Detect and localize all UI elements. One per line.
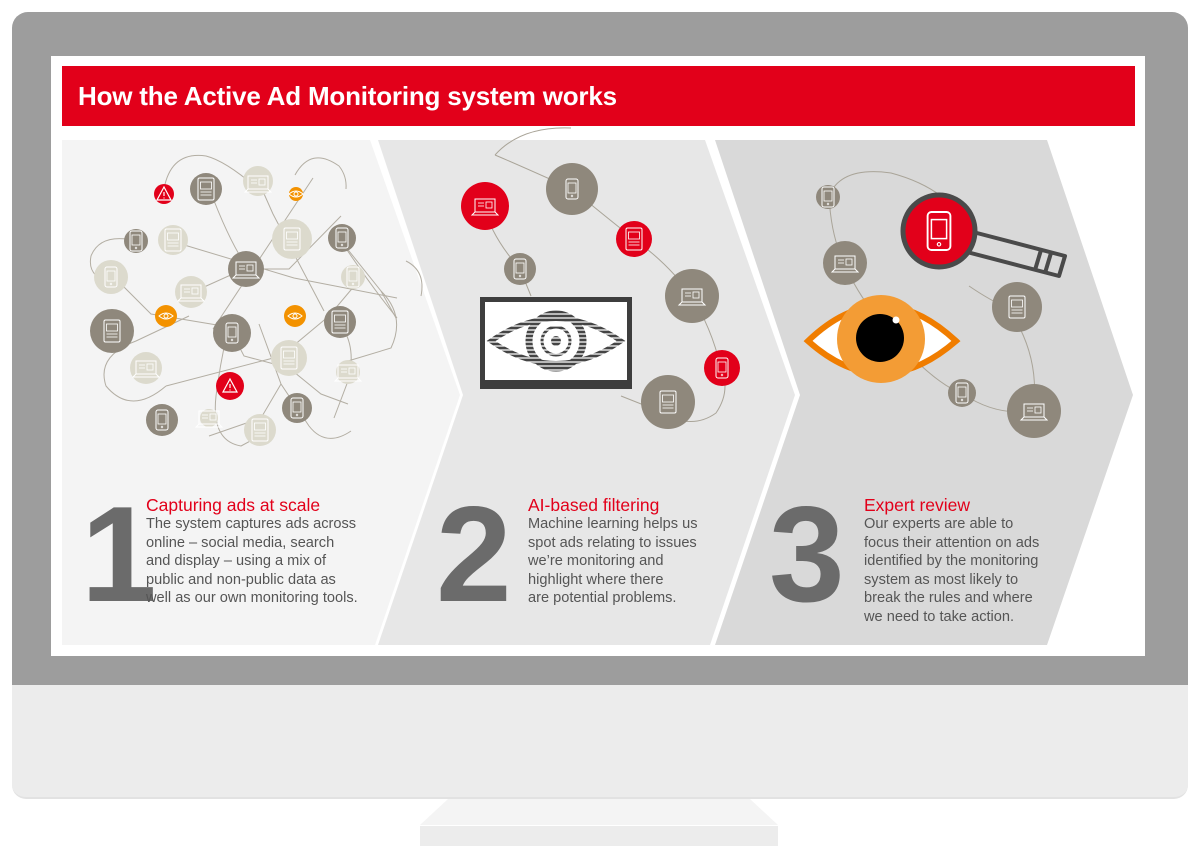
step-2-body: Machine learning helps us spot ads relat… <box>528 516 698 607</box>
step-1-body: The system captures ads across online – … <box>146 516 358 607</box>
orange-eye-illustration <box>803 295 961 383</box>
panel-1-background <box>62 140 460 645</box>
step-3-body: Our experts are able to focus their atte… <box>864 516 1040 625</box>
monitor-chin <box>12 685 1188 799</box>
step-1-title: Capturing ads at scale <box>146 495 321 515</box>
process-chevrons <box>62 127 1133 645</box>
monitor-stand-foot <box>420 826 778 846</box>
monitor-screen: How the Active Ad Monitoring system work… <box>51 56 1145 656</box>
step-1-number: 1 <box>81 478 157 630</box>
step-3-number: 3 <box>769 478 845 630</box>
screen-eye-illustration <box>480 297 632 389</box>
page-title: How the Active Ad Monitoring system work… <box>62 66 1135 126</box>
panel-2-background <box>378 140 795 645</box>
step-3-title: Expert review <box>864 495 971 515</box>
monitor-stand-neck <box>420 799 778 825</box>
step-2-number: 2 <box>436 478 512 630</box>
network-nodes <box>90 166 365 446</box>
magnifier-illustration <box>900 192 1067 278</box>
step-2-title: AI-based filtering <box>528 495 660 515</box>
